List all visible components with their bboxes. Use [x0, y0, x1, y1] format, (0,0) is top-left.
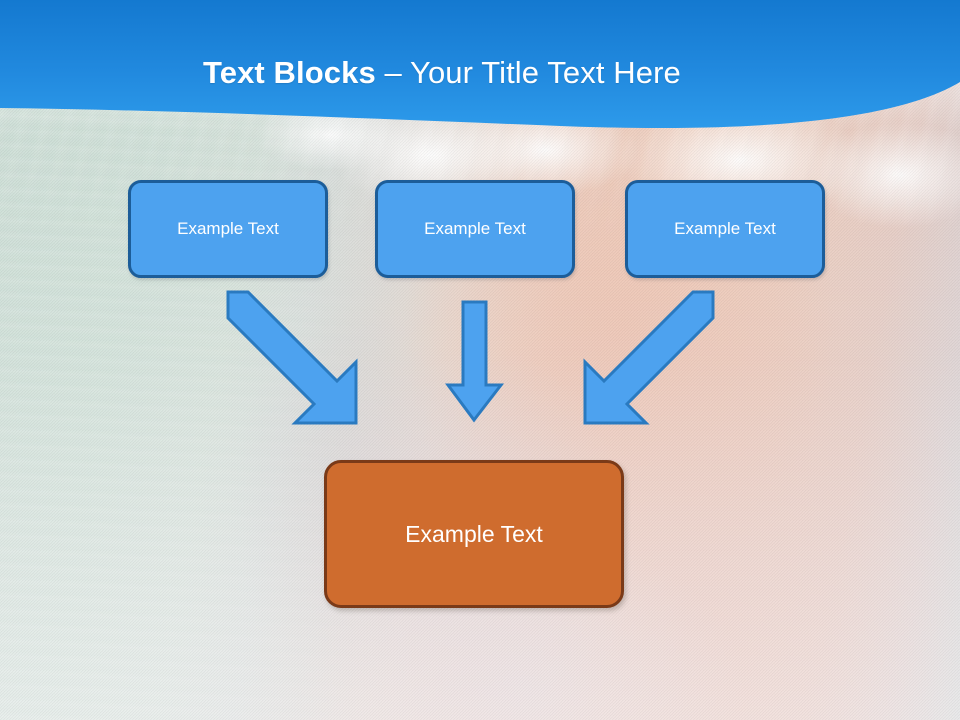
result-text-block[interactable]: Example Text	[324, 460, 624, 608]
page-title-light: Your Title Text Here	[410, 55, 681, 90]
arrow-right-icon	[583, 290, 715, 425]
arrow-center-icon	[445, 300, 505, 423]
text-block-2[interactable]: Example Text	[375, 180, 575, 278]
text-block-1-label: Example Text	[177, 219, 279, 238]
text-block-2-label: Example Text	[424, 219, 526, 238]
page-title-bold: Text Blocks	[203, 55, 376, 90]
result-text-block-label: Example Text	[405, 520, 543, 547]
text-block-1[interactable]: Example Text	[128, 180, 328, 278]
text-block-3[interactable]: Example Text	[625, 180, 825, 278]
header-banner	[0, 0, 960, 129]
page-title: Text Blocks – Your Title Text Here	[203, 55, 681, 91]
text-block-3-label: Example Text	[674, 219, 776, 238]
page-title-separator: –	[375, 55, 411, 90]
header-banner-shape	[0, 0, 960, 129]
arrow-left-icon	[226, 290, 358, 425]
